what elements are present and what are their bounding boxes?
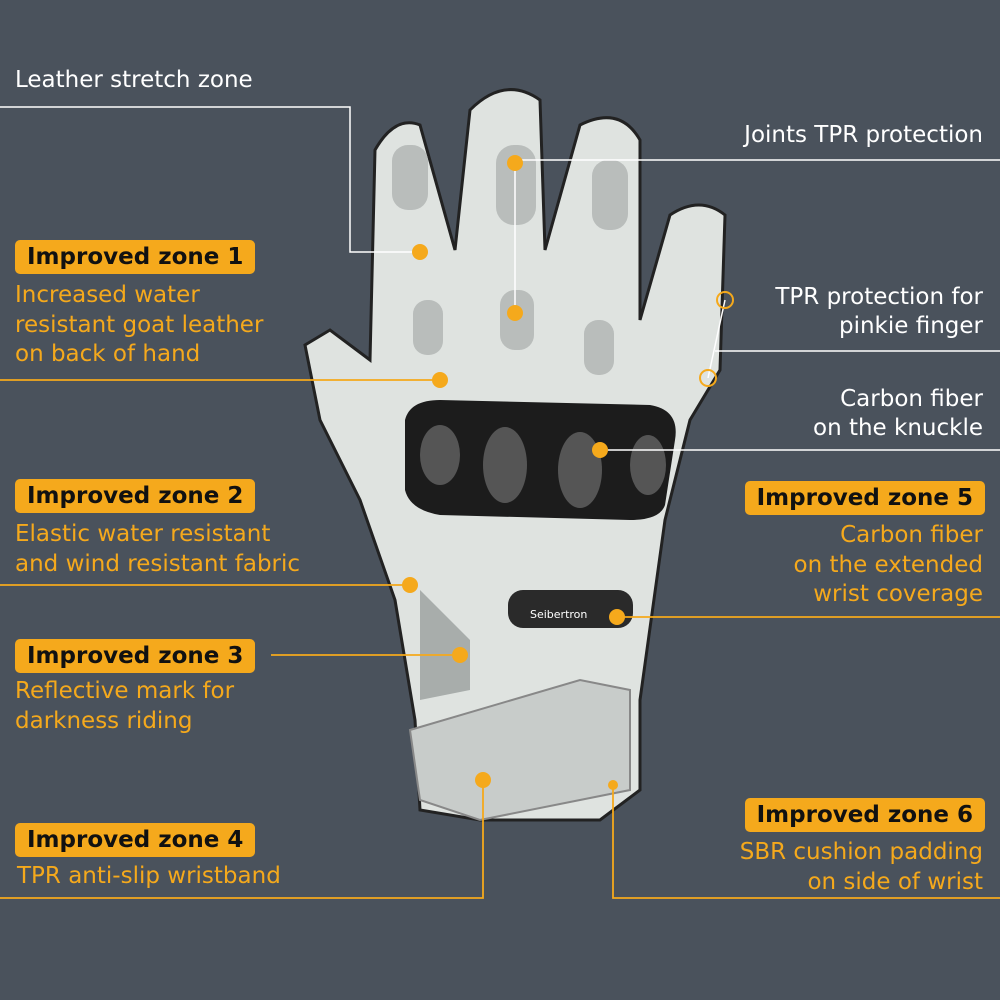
wristband bbox=[408, 678, 631, 822]
wrist-carbon-panel bbox=[508, 590, 633, 628]
pinkie-line: TPR protection for bbox=[775, 284, 983, 310]
description-line: and wind resistant fabric bbox=[15, 550, 301, 577]
description-line: on back of hand bbox=[15, 341, 201, 367]
zone-5-badge: Improved zone 5 bbox=[744, 481, 985, 515]
leather-stretch-label: Leather stretch zone bbox=[15, 67, 253, 93]
description-line: on side of wrist bbox=[807, 868, 983, 895]
reflective-mark bbox=[420, 590, 470, 700]
pinkie-markers bbox=[699, 291, 734, 387]
accent-lines bbox=[0, 379, 1000, 899]
zone-6-badge: Improved zone 6 bbox=[744, 798, 985, 832]
knuckle-label: Carbon fiber on the knuckle bbox=[813, 385, 983, 443]
brand-mark: Seibertron bbox=[530, 608, 587, 621]
pinkie-line: pinkie finger bbox=[838, 313, 983, 339]
zone-3-badge: Improved zone 3 bbox=[15, 639, 256, 673]
zone-6-description: SBR cushion padding on side of wrist bbox=[740, 838, 983, 897]
knuckle-line: on the knuckle bbox=[813, 415, 983, 441]
callout-dots bbox=[402, 155, 625, 790]
description-line: Elastic water resistant bbox=[15, 521, 271, 547]
zone-1-badge: Improved zone 1 bbox=[15, 240, 256, 274]
knuckle-guard bbox=[405, 400, 676, 520]
zone-3-description: Reflective mark for darkness riding bbox=[15, 677, 234, 736]
description-line: wrist coverage bbox=[813, 581, 983, 607]
zone-2-description: Elastic water resistant and wind resista… bbox=[15, 520, 300, 579]
description-line: resistant goat leather bbox=[15, 311, 264, 338]
zone-2-badge: Improved zone 2 bbox=[15, 479, 256, 513]
description-line: TPR anti-slip wristband bbox=[17, 863, 281, 889]
joints-tpr-label: Joints TPR protection bbox=[744, 122, 983, 148]
description-line: SBR cushion padding bbox=[739, 839, 983, 865]
knuckle-line: Carbon fiber bbox=[840, 386, 983, 412]
zone-5-description: Carbon fiber on the extended wrist cover… bbox=[794, 521, 983, 610]
description-line: Carbon fiber bbox=[840, 522, 983, 548]
description-line: on the extended bbox=[793, 551, 983, 578]
zone-4-badge: Improved zone 4 bbox=[15, 823, 256, 857]
finger-tpr-pads bbox=[392, 145, 628, 375]
description-line: darkness riding bbox=[15, 707, 193, 734]
zone-4-description: TPR anti-slip wristband bbox=[17, 862, 281, 892]
description-line: Increased water bbox=[15, 282, 200, 308]
zone-1-description: Increased water resistant goat leather o… bbox=[15, 281, 263, 370]
description-line: Reflective mark for bbox=[15, 678, 235, 704]
pinkie-label: TPR protection for pinkie finger bbox=[775, 283, 983, 341]
